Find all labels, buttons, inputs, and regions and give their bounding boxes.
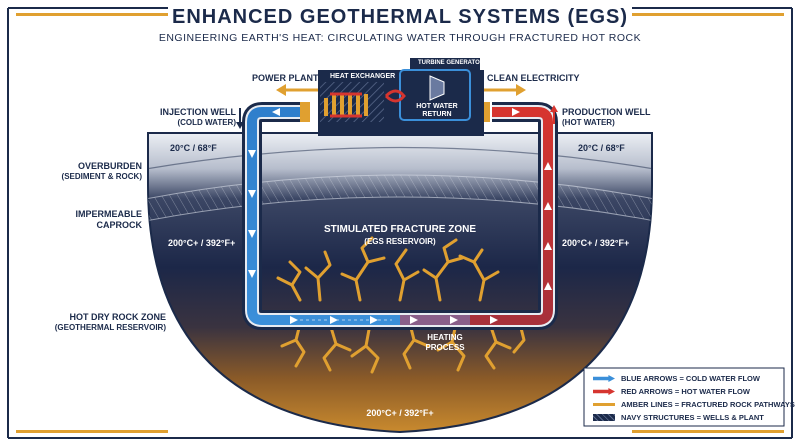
power-plant bbox=[318, 58, 484, 136]
temp-deep-right: 200°C+ / 392°F+ bbox=[562, 238, 630, 248]
legend-row: NAVY STRUCTURES = WELLS & PLANT bbox=[593, 412, 764, 423]
page-title: ENHANCED GEOTHERMAL SYSTEMS (EGS) bbox=[172, 6, 628, 28]
legend-text: RED ARROWS = HOT WATER FLOW bbox=[621, 387, 750, 396]
legend-swatch-icon bbox=[593, 414, 615, 421]
legend-box bbox=[583, 367, 785, 427]
hot-flow-arrows bbox=[410, 108, 552, 324]
fracture-zone-label: STIMULATED FRACTURE ZONE(EGS RESERVOIR) bbox=[323, 224, 477, 246]
temp-surface-right: 20°C / 68°F bbox=[578, 143, 625, 153]
fracture-network bbox=[276, 236, 526, 374]
overburden-label: OVERBURDEN(SEDIMENT & ROCK) bbox=[61, 161, 142, 181]
injection-wellhead bbox=[300, 102, 310, 122]
legend-text: BLUE ARROWS = COLD WATER FLOW bbox=[621, 374, 760, 383]
temp-deep-left: 200°C+ / 392°F+ bbox=[168, 238, 236, 248]
page-subtitle: ENGINEERING EARTH'S HEAT: CIRCULATING WA… bbox=[158, 32, 642, 44]
well-loop bbox=[242, 102, 558, 330]
legend-row: RED ARROWS = HOT WATER FLOW bbox=[593, 386, 750, 397]
clean-electricity-label: CLEAN ELECTRICITY bbox=[487, 73, 580, 83]
temp-bottom: 200°C+ / 392°F+ bbox=[366, 408, 434, 418]
legend-row: AMBER LINES = FRACTURED ROCK PATHWAYS bbox=[593, 399, 795, 410]
production-wellhead bbox=[480, 102, 490, 122]
turbine-generator-label: TURBINE GENERATOR bbox=[418, 60, 485, 66]
heat-exchanger-coil bbox=[324, 94, 368, 116]
injection-well-label: INJECTION WELL(COLD WATER) bbox=[160, 107, 236, 127]
earth-cross-section bbox=[147, 132, 653, 434]
frame-border bbox=[7, 7, 793, 439]
legend-text: AMBER LINES = FRACTURED ROCK PATHWAYS bbox=[621, 400, 795, 409]
legend-text: NAVY STRUCTURES = WELLS & PLANT bbox=[621, 413, 764, 422]
temp-surface-left: 20°C / 68°F bbox=[170, 143, 217, 153]
caprock-band bbox=[148, 175, 652, 222]
plant-arrows bbox=[236, 84, 558, 129]
legend-row: BLUE ARROWS = COLD WATER FLOW bbox=[593, 373, 760, 384]
legend-swatch-icon bbox=[593, 375, 615, 382]
turbine-icon bbox=[429, 75, 445, 101]
heat-exchanger-label: HEAT EXCHANGER bbox=[330, 73, 396, 80]
power-plant-label: POWER PLANT bbox=[252, 73, 319, 83]
legend-swatch-icon bbox=[593, 403, 615, 406]
hot-dry-rock-label: HOT DRY ROCK ZONE(GEOTHERMAL RESERVOIR) bbox=[54, 312, 166, 332]
production-well-label: PRODUCTION WELL(HOT WATER) bbox=[562, 107, 651, 127]
legend-swatch-icon bbox=[593, 388, 615, 395]
